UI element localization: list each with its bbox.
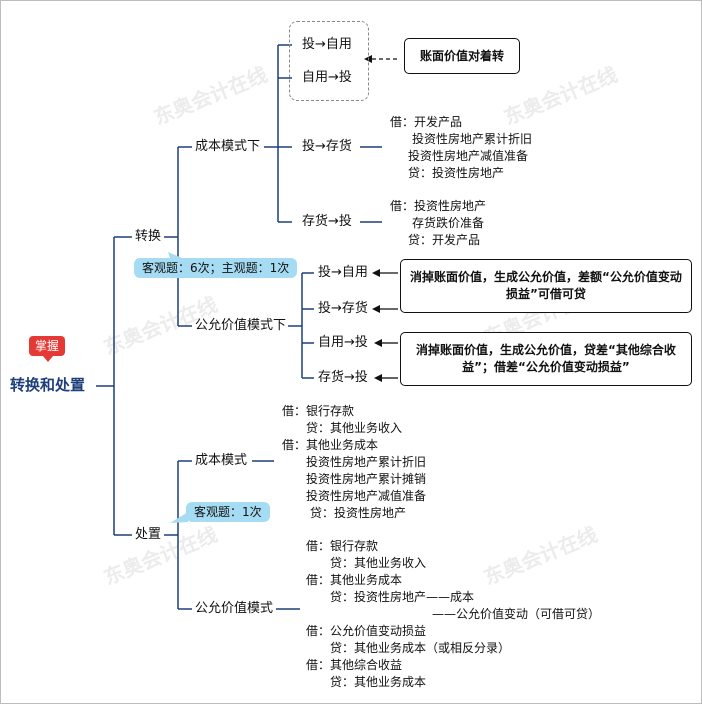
- entry-line: 借：其他业务成本: [282, 438, 379, 452]
- node-fair-n3: 自用→投: [318, 335, 368, 350]
- root-topic: 转换和处置: [10, 376, 86, 394]
- node-cost-mode-transfer: 成本模式下: [195, 139, 261, 154]
- fair-note-2: 消掉账面价值，生成公允价值，贷差“其他综合收益”；借差“公允价值变动损益”: [400, 332, 692, 386]
- entry-line: 贷：其他业务成本: [330, 675, 427, 689]
- entry-line: 借：其他业务成本: [306, 573, 403, 587]
- mastery-badge: 掌握: [29, 336, 65, 362]
- node-disposal: 处置: [135, 527, 162, 542]
- fair-note-1: 消掉账面价值，生成公允价值，差额“公允价值变动损益”可借可贷: [400, 259, 692, 313]
- entry-line: 贷：开发产品: [408, 233, 481, 247]
- entry-line: 借：其他综合收益: [306, 658, 403, 672]
- disposal-exam-callout: 客观题：1次: [186, 502, 270, 522]
- book-value-note: 账面价值对着转: [404, 38, 520, 74]
- entry-line: 贷：投资性房地产: [310, 506, 407, 520]
- entry-line: 借：投资性房地产: [390, 199, 487, 213]
- entry-line: 贷：投资性房地产——成本: [330, 590, 475, 604]
- entry-line: 贷：其他业务收入: [306, 421, 403, 435]
- transfer-exam-callout: 客观题：6次；主观题：1次: [134, 258, 298, 278]
- entry-line: 投资性房地产减值准备: [408, 149, 529, 163]
- entry-line: 贷：其他业务成本（或相反分录）: [330, 641, 511, 655]
- entry-line: 存货跌价准备: [412, 216, 485, 230]
- entry-line: 贷：投资性房地产: [408, 166, 505, 180]
- node-fair-mode-disposal: 公允价值模式: [195, 601, 274, 616]
- node-cost-n1: 投→自用: [302, 37, 352, 52]
- entry-line: 贷：其他业务收入: [330, 556, 427, 570]
- entry-line: 投资性房地产累计摊销: [306, 472, 427, 486]
- node-cost-n3: 投→存货: [302, 139, 352, 154]
- entry-line: 投资性房地产累计折旧: [412, 132, 533, 146]
- dashed-group: [289, 21, 369, 101]
- node-cost-n2: 自用→投: [302, 70, 352, 85]
- entry-line: 借：公允价值变动损益: [306, 624, 427, 638]
- entry-line: 借：银行存款: [306, 539, 379, 553]
- entry-line: 投资性房地产累计折旧: [306, 455, 427, 469]
- node-transfer: 转换: [135, 229, 162, 244]
- node-fair-n2: 投→存货: [318, 301, 368, 316]
- entry-line: ——公允价值变动（可借可贷）: [432, 607, 601, 621]
- entry-line: 借：开发产品: [390, 115, 463, 129]
- entry-line: 投资性房地产减值准备: [306, 489, 427, 503]
- node-fair-n1: 投→自用: [318, 265, 368, 280]
- entry-line: 借：银行存款: [282, 404, 355, 418]
- node-cost-n4: 存货→投: [302, 214, 352, 229]
- node-cost-mode-disposal: 成本模式: [195, 453, 248, 468]
- node-fair-mode-transfer: 公允价值模式下: [195, 318, 287, 333]
- node-fair-n4: 存货→投: [318, 370, 368, 385]
